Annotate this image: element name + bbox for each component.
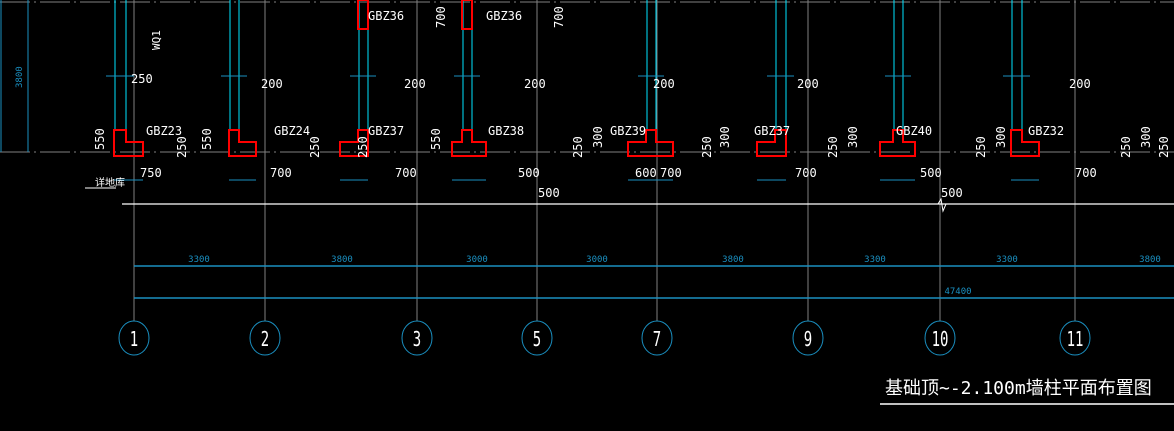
total-dim: 47400 [944,287,971,297]
upper-column-label: GBZ36 [486,9,522,23]
flange-dim: 250 [826,136,840,158]
axis-number: 11 [1067,329,1084,352]
span-dim: 3000 [586,255,608,265]
wall-column-gbz37 [756,129,787,157]
span-dim: 3300 [864,255,886,265]
axis-number: 10 [932,329,949,352]
width-dim: 700 [270,166,292,180]
wall-column-gbz37 [339,129,369,157]
wall-thickness-dim: 200 [524,77,546,91]
wall-column-gbz23 [113,129,144,157]
axis-bubble [1059,320,1091,356]
wall-thickness-dim: 200 [404,77,426,91]
axis-bubble [249,320,281,356]
axis-bubble [792,320,824,356]
upper-column-dim: 700 [434,6,448,28]
upper-column-label: GBZ36 [368,9,404,23]
width-dim: 500 [941,186,963,200]
axis-number: 1 [130,329,138,352]
wall-column-gbz40 [879,129,916,157]
flange-dim: 550 [200,128,214,150]
flange-dim: 250 [974,136,988,158]
wall-column-gbz39 [627,129,674,157]
level-note: 详地库 [95,176,125,189]
flange-dim: 300 [718,126,732,148]
column-label: GBZ24 [274,124,310,138]
column-label: GBZ39 [610,124,646,138]
column-label: GBZ32 [1028,124,1064,138]
flange-dim: 250 [356,136,370,158]
span-dim: 3300 [188,255,210,265]
break-symbol [937,197,947,213]
width-dim: 700 [660,166,682,180]
axis-bubble [118,320,150,356]
width-dim: 500 [518,166,540,180]
axis-bubble [401,320,433,356]
flange-dim: 300 [1139,126,1153,148]
span-dim: 3800 [331,255,353,265]
wall-thickness-dim: 200 [653,77,675,91]
width-dim: 700 [795,166,817,180]
column-label: GBZ38 [488,124,524,138]
flange-dim: 250 [571,136,585,158]
flange-dim: 250 [175,136,189,158]
wall-thickness-dim: 250 [131,72,153,86]
flange-dim: 250 [308,136,322,158]
span-dim: 3800 [1139,255,1161,265]
wall-column-upper [357,0,369,30]
flange-dim: 300 [994,126,1008,148]
wall-column-gbz24 [228,129,257,157]
axis-number: 5 [533,329,541,352]
width-dim: 500 [920,166,942,180]
column-label: GBZ23 [146,124,182,138]
flange-dim: 300 [846,126,860,148]
axis-number: 7 [653,329,661,352]
flange-dim: 300 [591,126,605,148]
axis-bubble [641,320,673,356]
axis-number: 9 [804,329,812,352]
wall-thickness-dim: 200 [1069,77,1091,91]
column-label: GBZ40 [896,124,932,138]
wall-tag: WQ1 [150,30,163,50]
column-label: GBZ37 [368,124,404,138]
axis-bubble [924,320,956,356]
span-dim: 3800 [722,255,744,265]
flange-dim: 250 [1119,136,1133,158]
span-dim: 3300 [996,255,1018,265]
width-dim: 500 [538,186,560,200]
flange-dim: 250 [1157,136,1171,158]
left-height-dim: 3800 [15,66,25,88]
span-dim: 3000 [466,255,488,265]
wall-thickness-dim: 200 [797,77,819,91]
wall-thickness-dim: 200 [261,77,283,91]
width-dim: 600 [635,166,657,180]
axis-number: 2 [261,329,269,352]
wall-column-gbz38 [451,129,487,157]
axis-number: 3 [413,329,421,352]
flange-dim: 250 [700,136,714,158]
width-dim: 750 [140,166,162,180]
wall-column-gbz32 [1010,129,1040,157]
column-label: GBZ37 [754,124,790,138]
width-dim: 700 [395,166,417,180]
flange-dim: 550 [429,128,443,150]
wall-column-upper [461,0,473,30]
upper-column-dim: 700 [552,6,566,28]
drawing-title: 基础顶~-2.100m墙柱平面布置图 [885,378,1152,399]
axis-bubble [521,320,553,356]
flange-dim: 550 [93,128,107,150]
width-dim: 700 [1075,166,1097,180]
